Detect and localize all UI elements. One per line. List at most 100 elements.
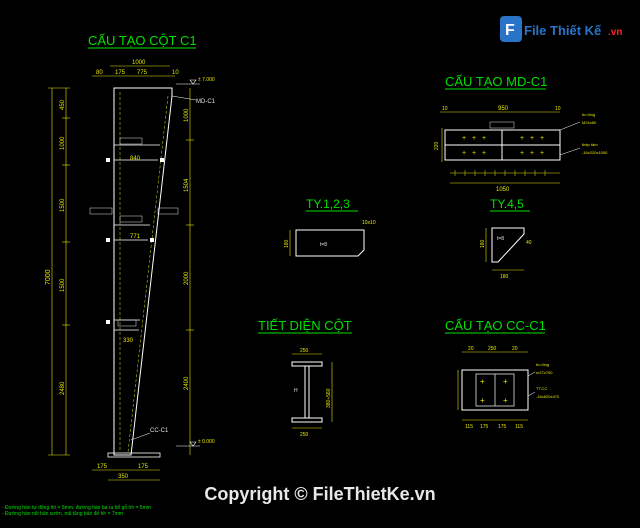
dim-right-2: 1504 [184,178,190,192]
dim-bottom-a: 175 [97,464,108,470]
ty123-detail: 180 10x10 t=8 [284,220,376,257]
ty-tag-2 [119,215,143,223]
column-inner-taper [127,95,169,453]
md-dim-total: 1050 [496,187,510,193]
ty-tag-1 [119,137,143,145]
svg-text:+: + [480,396,485,405]
level-bottom-label: ± 0.000 [198,439,215,445]
tag-md: MD-C1 [196,99,216,105]
dim-inner-3: 330 [123,338,134,344]
svg-text:+: + [520,135,524,142]
cc-dim-bottom-c: 175 [498,424,507,430]
dim-top-c: 775 [137,70,148,76]
cc-dim-top-a: 20 [468,346,474,352]
column-base-plate [107,452,161,458]
md-bolts: +++ +++ +++ +++ [462,135,544,157]
svg-text:+: + [530,150,534,157]
cc-dim-top-c: 20 [512,346,518,352]
note-line-2: - Đường hàn nối bản sườn, mã tăng bản đế… [2,511,123,517]
svg-text:+: + [503,396,508,405]
md-dim-bottom-ticks [454,170,546,176]
dim-left-3: 1500 [60,198,66,212]
tag-cc-leader [130,432,151,441]
cc-detail: 20 250 20 ++ ++ 115 175 175 115 bu lông … [457,346,560,430]
dim-left-5: 2480 [60,381,66,395]
ty123-dim-left: 180 [284,239,290,248]
svg-text:+: + [482,150,486,157]
dim-right-4: 2400 [184,376,190,390]
logo-icon: F File Thiết Kế .vn [500,16,622,42]
title-section: TIẾT DIỆN CỘT [258,318,352,333]
general-notes: - Đường hàn tự động hh = 5mm, đường hàn … [2,505,151,517]
md-tag [489,121,515,129]
ty123-label: t=8 [320,242,327,248]
dim-ticks-right [186,139,194,331]
dim-left-2: 1000 [60,136,66,150]
dim-bottom-b: 175 [138,464,149,470]
svg-text:+: + [503,377,508,386]
md-dim-top-b: 950 [498,106,509,112]
md-dim-top-a: 10 [442,106,448,112]
dim-left-4: 1500 [60,278,66,292]
dim-left-1: 450 [60,99,66,110]
cc-bolts: + + + + [480,377,508,405]
md-detail: 10 950 10 +++ +++ +++ +++ 220 1050 bu lô… [434,106,608,193]
section-dim-bottom: 250 [300,432,309,438]
md-note-3: thép tấm [582,142,598,147]
cc-note-2: m27x700 [536,370,553,375]
cc-dim-bottom-b: 175 [480,424,489,430]
dim-top-total: 1000 [132,60,146,66]
svg-text:+: + [520,150,524,157]
column-outline [113,87,173,456]
dim-bottom-total: 350 [118,474,129,480]
dim-top-d: 10 [172,70,179,76]
md-leader-1 [559,121,581,131]
logo-title: File Thiết Kế [524,23,602,38]
copyright-watermark: Copyright © FileThietKe.vn [204,484,436,504]
filethietke-logo: F File Thiết Kế .vn [500,14,630,46]
title-column: CẤU TẠO CỘT C1 [88,33,197,48]
logo-domain: .vn [608,27,622,38]
ty45-dim-bottom: 180 [500,274,509,280]
dim-top-b: 175 [115,70,126,76]
cc-dim-bottom-d: 115 [515,424,523,430]
column-stiffener-marks [106,158,164,324]
ty45-dim-left: 180 [480,239,486,248]
section-dim-right: 380÷560 [326,388,332,408]
dim-top-a: 80 [96,70,103,76]
md-note-1: bu lông [582,112,595,117]
ty45-label: t=8 [497,236,504,242]
ty45-dim-right: 40 [526,240,532,246]
section-detail: 250 H 380÷560 250 [291,348,333,438]
level-mark-bottom-icon [189,441,197,447]
cc-dim-top-b: 250 [488,346,497,352]
dim-right-3: 2000 [184,271,190,285]
tag-md-leader [171,95,197,101]
cc-dim-bottom-a: 115 [465,424,473,430]
level-mark-top-icon [189,79,197,85]
side-tag-left [89,207,113,215]
svg-text:F: F [505,22,515,39]
svg-text:+: + [540,135,544,142]
ty-tag-3 [117,319,137,327]
section-web [304,365,310,419]
ty123-plate [295,229,365,257]
title-ty45: TY.4,5 [490,197,524,211]
cc-leader-2 [527,391,536,397]
section-dim-top: 250 [300,348,309,354]
cc-note-3: TT.CC [536,386,547,391]
column-elevation: 1000 80 175 775 10 ± 7.000 450 1000 1500… [45,60,216,481]
svg-text:+: + [480,377,485,386]
note-line-1: - Đường hàn tự động hh = 5mm, đường hàn … [2,505,151,511]
section-label: H [294,388,298,394]
dim-inner-2: 771 [130,234,141,240]
section-bottom-flange [291,417,323,423]
md-leader-2 [559,147,581,156]
cc-base-plate [461,369,529,411]
side-tag-right [157,207,179,215]
svg-text:+: + [540,150,544,157]
title-cc: CẤU TẠO CC-C1 [445,318,546,333]
dim-ticks-left [48,87,70,456]
